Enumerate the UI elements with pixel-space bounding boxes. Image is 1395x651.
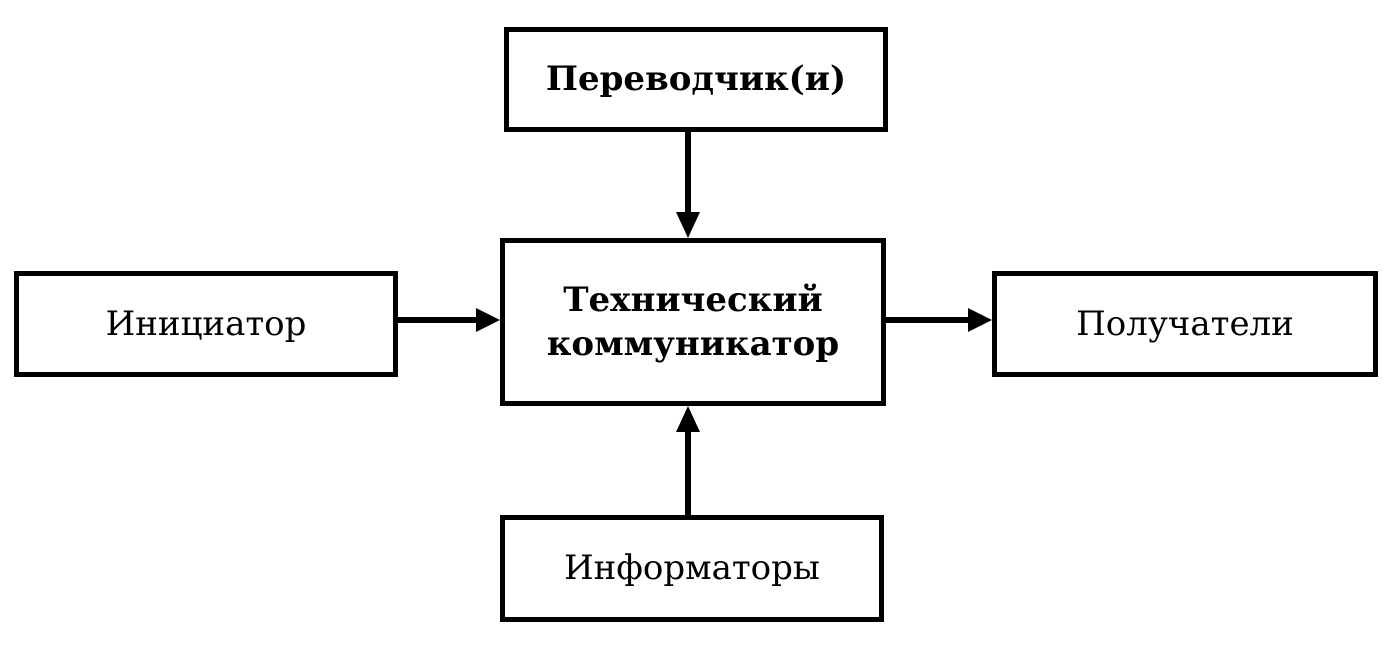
node-recipients: Получатели [992,271,1378,377]
arrow-translator-to-center [676,132,700,238]
node-translator: Переводчик(и) [504,27,888,132]
node-informants: Информаторы [500,515,884,622]
arrow-informants-to-center [676,406,700,515]
node-recipients-label: Получатели [1076,303,1294,344]
node-informants-label: Информаторы [564,548,820,589]
arrow-center-to-recipients [886,308,992,332]
node-initiator: Инициатор [14,271,398,377]
node-center-label-line2: коммуникатор [546,324,840,364]
node-center-label-line1: Технический [563,279,823,320]
arrow-initiator-to-center [398,308,500,332]
node-initiator-label: Инициатор [105,303,307,344]
node-translator-label: Переводчик(и) [545,59,847,100]
node-technical-communicator: Технический коммуникатор [500,238,886,406]
